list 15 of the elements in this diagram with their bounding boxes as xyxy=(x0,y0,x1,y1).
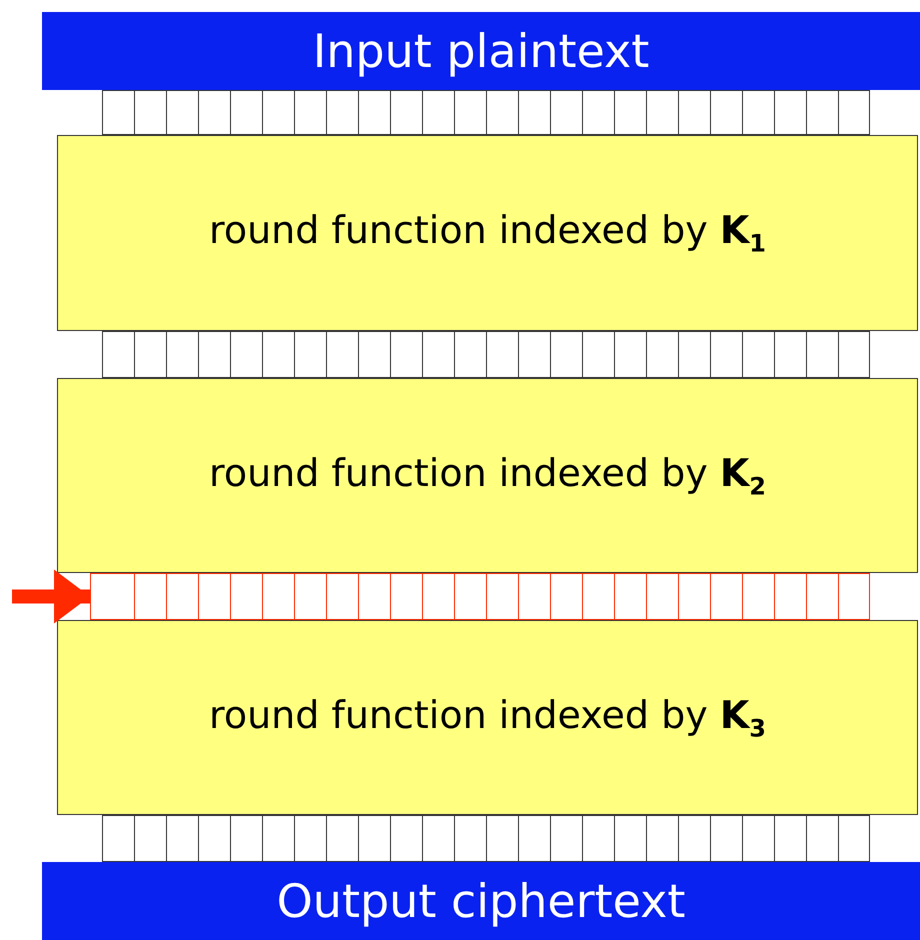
round-function-box xyxy=(57,135,918,331)
round-function-label: round function indexed by K$_{1}$ xyxy=(209,208,766,258)
bar-heading: Output ciphertext xyxy=(276,874,686,928)
round-function-box xyxy=(57,620,918,815)
bit-lane-strip xyxy=(102,815,870,862)
round-function-label: round function indexed by K$_{3}$ xyxy=(209,692,766,742)
bit-lane-strip xyxy=(102,331,870,378)
bar-heading: Input plaintext xyxy=(312,24,650,78)
round-function-label: round function indexed by K$_{2}$ xyxy=(209,450,766,500)
bit-lane-strip xyxy=(102,90,870,135)
arrow xyxy=(12,570,90,624)
data-bar xyxy=(42,862,920,940)
round-function-box xyxy=(57,378,918,573)
data-bar xyxy=(42,12,920,90)
bit-lane-strip xyxy=(90,573,870,620)
